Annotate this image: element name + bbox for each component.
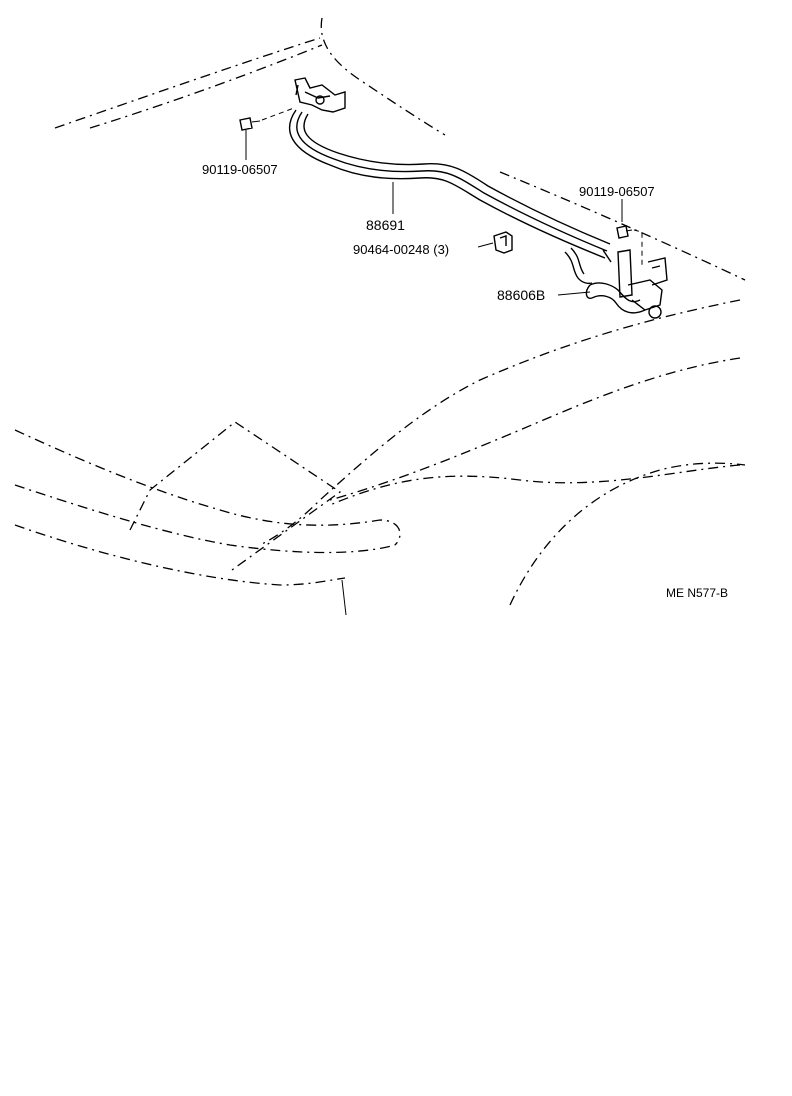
label-hose-valve: 88606B bbox=[497, 287, 545, 303]
bolt-right bbox=[616, 225, 643, 268]
figure-code: ME N577-B bbox=[666, 586, 728, 600]
headlamp-box bbox=[129, 421, 342, 571]
vehicle-body-outline bbox=[14, 17, 746, 616]
bumper-edge bbox=[341, 579, 347, 616]
bumper-line bbox=[14, 524, 346, 586]
hose-clamp bbox=[493, 231, 513, 254]
hood-corner bbox=[320, 17, 446, 136]
wheel-arch bbox=[509, 462, 746, 606]
bolt-left bbox=[239, 107, 295, 131]
hood-second-edge bbox=[89, 44, 323, 129]
label-clamp: 90464-00248 (3) bbox=[353, 242, 449, 257]
washer-hose-branch bbox=[564, 247, 593, 285]
fender-top-line bbox=[259, 299, 741, 546]
washer-nozzle-assembly bbox=[294, 77, 346, 113]
check-valve-88606b bbox=[585, 249, 668, 319]
washer-hose-88691 bbox=[288, 109, 612, 263]
hood-top-edge bbox=[54, 37, 321, 129]
headlamp-lower bbox=[14, 484, 396, 554]
label-hose-main: 88691 bbox=[366, 217, 405, 233]
leader-lines bbox=[245, 130, 623, 296]
label-bolt-left: 90119-06507 bbox=[202, 162, 278, 177]
fender-lower-line bbox=[329, 464, 741, 506]
headlamp-upper bbox=[14, 429, 401, 546]
fender-mid-line bbox=[329, 357, 741, 501]
label-bolt-right: 90119-06507 bbox=[579, 184, 655, 199]
